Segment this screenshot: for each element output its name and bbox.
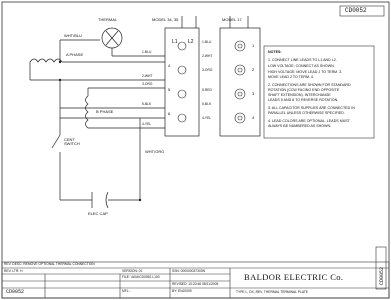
side-id-box	[375, 246, 387, 290]
left-lead-1: 1-BLU	[142, 50, 152, 54]
note-line-9: 3. ALL CAPACITOR SUPPLIES ARE CONNECTED …	[268, 106, 355, 110]
left-number-2: 5	[168, 87, 171, 92]
title-block-lines	[1, 261, 390, 299]
model-left-label: MODEL 34, 35	[152, 17, 179, 22]
circuit-wires	[29, 16, 261, 209]
ssn: SSN: 000000037303N	[172, 269, 205, 273]
left-number-1: 4	[168, 63, 171, 68]
left-lead-3: 3-ORG	[142, 82, 153, 86]
note-line-7: SHAFT EXTENSION). INTERCHANGE	[268, 93, 331, 97]
company-name: BALDOR ELECTRIC Co.	[244, 272, 344, 282]
note-line-3: HIGH VOLTAGE: MOVE LEAD J TO TERM. 3.	[268, 70, 343, 74]
right-lead-2: 2-WHT	[202, 54, 213, 58]
notes-box	[263, 45, 375, 139]
right-lead-5: 5-BLK	[202, 102, 212, 106]
version: VERSION: 01	[122, 269, 143, 273]
cent-switch-blade	[51, 134, 61, 149]
elec-cap-label: ELEC CAP	[88, 211, 108, 216]
rev-desc: REV. DESC: REMOVE OPTIONAL THERMAL CONNE…	[4, 262, 95, 266]
b-phase-coil	[85, 95, 89, 129]
notes-title: NOTES:	[268, 50, 282, 54]
mfl: MFL: -	[122, 289, 132, 293]
left-lead-5: 4-YEL	[142, 122, 152, 126]
right-number-4: 4	[252, 115, 255, 120]
drawing-number: CD0052	[6, 289, 25, 295]
note-line-5: 2. CONNECTIONS ARE SHOWN FOR STANDARD	[268, 83, 351, 87]
right-lead-3: 3-ORG	[202, 68, 213, 72]
a-phase-label: A PHASE	[66, 52, 84, 57]
note-line-12: ALWAYS BE NUMBERED AS SHOWN.	[268, 124, 332, 128]
left-number-3: 6	[168, 111, 171, 116]
left-lead-2: 2-WHT	[142, 74, 153, 78]
rev-ltr: REV. LTR: H	[4, 269, 23, 273]
right-number-1: 1	[252, 43, 255, 48]
capacitor-plate-2	[105, 191, 109, 209]
drawn-by: BY: ENJ0009	[172, 289, 192, 293]
corner-id: CD0052	[345, 7, 367, 14]
right-number-3: 3	[252, 91, 255, 96]
drawing-subtitle: TYPE L, DX, REV, THERMAL TERMINAL PLATE	[236, 290, 309, 294]
wht-blu-label: WHT/BLU	[64, 33, 82, 38]
note-line-4: MOVE LEAD 2 TO TERM. 4.	[268, 75, 314, 79]
thermal-label: THERMAL	[98, 17, 118, 22]
note-line-11: 4. LEAD COLORS ARE OPTIONAL. LEADS MUST	[268, 119, 350, 123]
junction-dots	[58, 60, 142, 202]
cent-switch-label: CENT SWITCH	[64, 137, 80, 146]
l2-label: L2	[188, 39, 194, 45]
right-lead-1: 1-BLU	[202, 40, 212, 44]
wht-org-label: WHT/ORG	[145, 149, 165, 154]
right-terminal-block	[219, 27, 261, 137]
left-lead-4: 5-BLK	[142, 102, 152, 106]
file-path: FILE: \AXA\CD0052.L100	[122, 275, 160, 279]
right-number-2: 2	[252, 67, 255, 72]
note-line-6: ROTATION (CCW FACING END OPPOSITE	[268, 88, 340, 92]
b-phase-label: B PHASE	[96, 109, 114, 114]
revised-date: REVISED: 10:20:46 08/11/2005	[172, 282, 219, 286]
a-phase-coil	[29, 58, 63, 63]
note-line-10: PARALLEL UNLESS OTHERWISE SPECIFIED.	[268, 111, 345, 115]
right-lead-6: 4-YEL	[202, 116, 212, 120]
l1-label: L1	[172, 39, 178, 45]
id-box	[339, 5, 385, 17]
note-line-1: 1. CONNECT LINE LEADS TO L1 AND L2.	[268, 58, 337, 62]
right-lead-4: 8-RED	[202, 88, 212, 92]
note-line-2: LOW VOLTAGE: CONNECT AS SHOWN.	[268, 64, 335, 68]
terminal-studs	[177, 40, 246, 124]
model-right-label: MODEL 17	[222, 17, 242, 22]
side-id: CD0052	[379, 266, 385, 285]
note-line-8: LEADS 5 AND 8 TO REVERSE ROTATION.	[268, 98, 339, 102]
